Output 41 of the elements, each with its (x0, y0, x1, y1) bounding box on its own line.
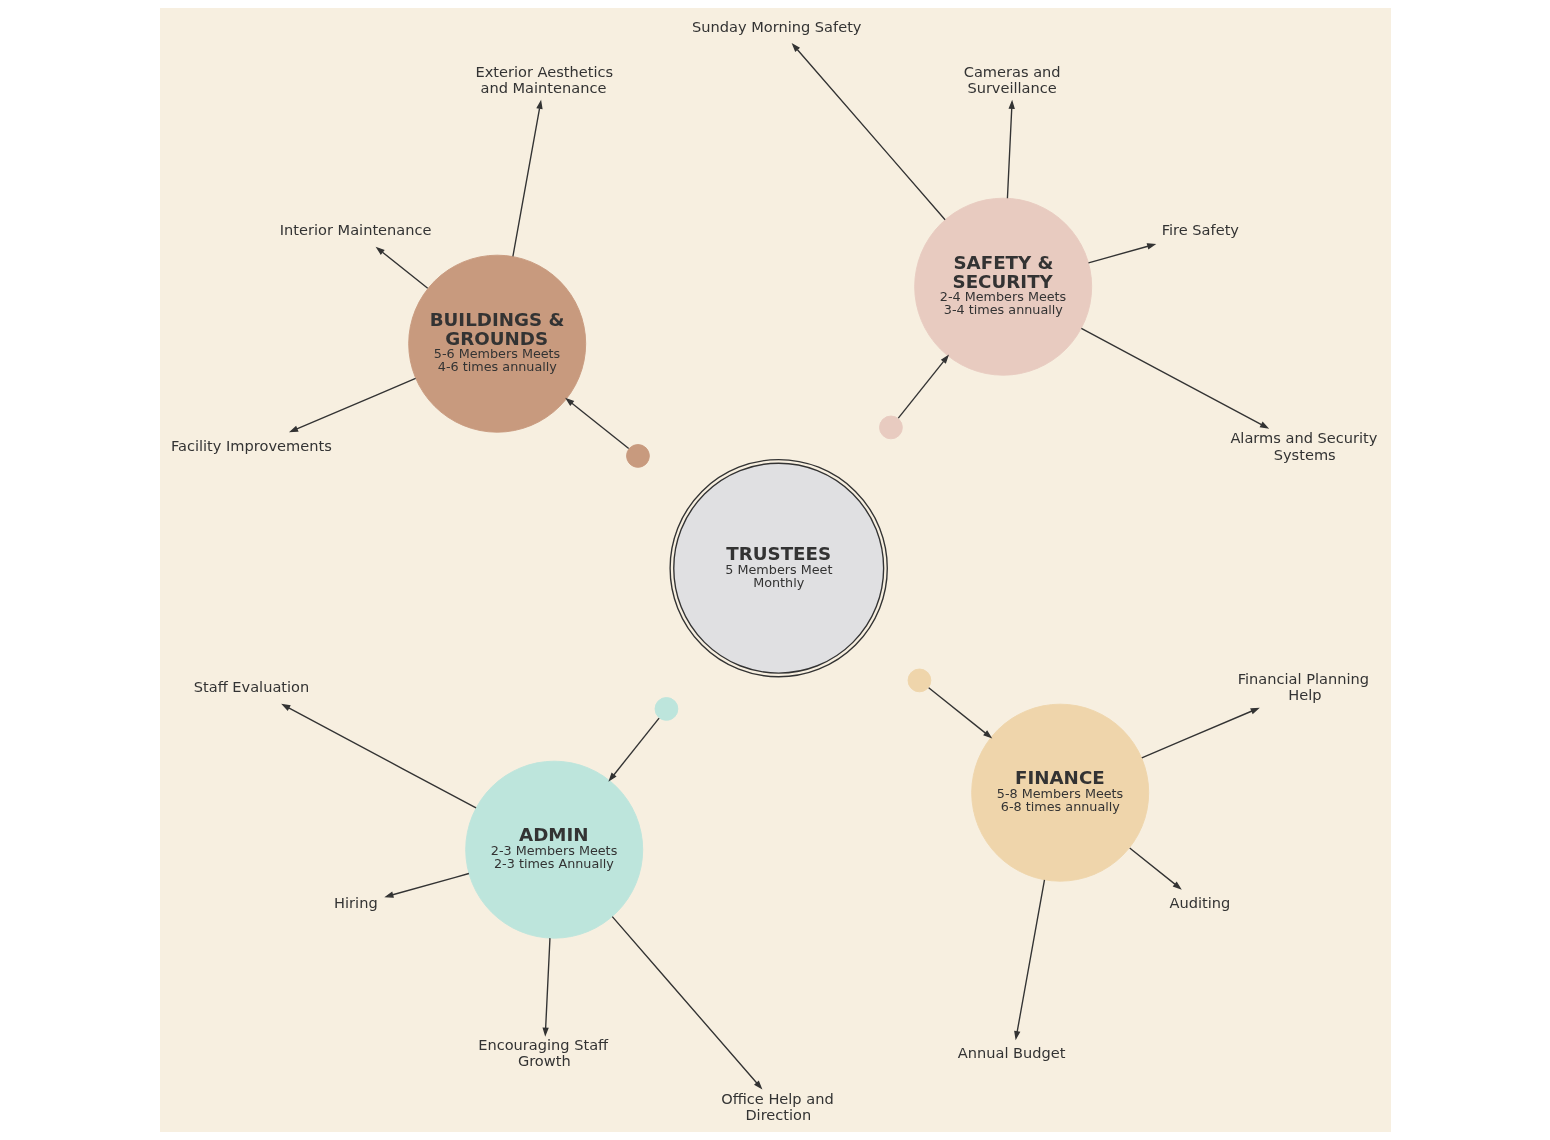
node-text: Hiring (333, 894, 378, 912)
node-circle: SAFETY & SECURITY 2-4 Members Meets 3-4 times annually (913, 197, 1092, 376)
arrow (511, 99, 543, 258)
node-circle (907, 668, 931, 693)
arrow (383, 872, 470, 898)
arrow (564, 397, 629, 450)
node-text: Auditing (1168, 894, 1230, 912)
arrow (607, 717, 660, 782)
arrow (1013, 879, 1045, 1041)
node-text: Fire Safety (1161, 220, 1239, 238)
node-text: Facility Improvements (170, 437, 332, 455)
arrow (1080, 327, 1269, 429)
node-circle: BUILDINGS & GROUNDS 5-6 Members Meets 4-6 times annually (407, 254, 586, 433)
arrow (541, 937, 551, 1037)
arrow (288, 377, 416, 433)
arrow (611, 915, 762, 1090)
arrow (927, 687, 992, 739)
node-text: Cameras and Surveillance (963, 62, 1061, 97)
node-text: Sunday Morning Safety (691, 17, 861, 35)
arrow (280, 703, 477, 809)
node-text: Staff Evaluation (193, 677, 309, 695)
node-circle: FINANCE 5-8 Members Meets 6-8 times annually (970, 703, 1149, 882)
node-circle (654, 697, 678, 721)
node-text: Annual Budget (957, 1044, 1066, 1062)
node-circle (625, 444, 650, 468)
node-text: Alarms and Security Systems (1229, 429, 1377, 463)
arrow (897, 354, 949, 419)
arrow (791, 43, 946, 221)
node-circle: ADMIN 2-3 Members Meets 2-3 times Annually (464, 760, 643, 939)
arrow (1006, 99, 1015, 199)
node-text: Financial Planning Help (1237, 669, 1369, 704)
node-circle: TRUSTEES 5 Members Meet Monthly (668, 458, 888, 678)
arrow (1087, 243, 1156, 264)
node-text: Interior Maintenance (279, 220, 431, 238)
arrow (1140, 707, 1260, 759)
node-text: Office Help and Direction (720, 1089, 834, 1123)
arrow (1128, 847, 1182, 890)
node-text: Encouraging Staff Growth (477, 1036, 608, 1070)
node-circle (878, 415, 903, 440)
arrow (375, 246, 428, 289)
node-text: Exterior Aesthetics and Maintenance (474, 62, 613, 97)
